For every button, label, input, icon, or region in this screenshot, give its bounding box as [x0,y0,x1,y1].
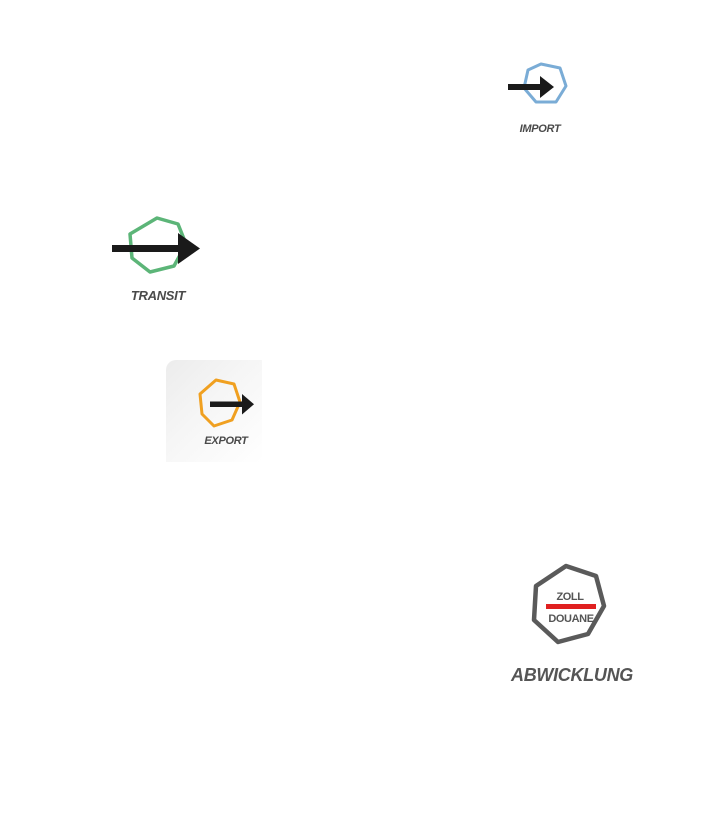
customs-label: ABWICKLUNG [511,665,633,685]
arrow-right-icon [112,233,200,264]
customs-bottom-text: DOUANE [548,613,593,625]
arrow-right-icon [210,394,254,415]
import-badge: IMPORT [500,58,580,140]
export-badge: EXPORT [190,376,262,452]
transit-label: TRANSIT [130,288,186,303]
export-label: EXPORT [204,435,248,447]
transit-hexagon-icon [112,216,200,274]
customs-top-text: ZOLL [556,591,584,603]
transit-badge: TRANSIT [106,208,210,308]
customs-divider [546,604,596,609]
customs-hexagon-icon: ZOLL DOUANE [531,563,607,645]
import-label: IMPORT [519,123,561,135]
arrow-right-icon [508,76,554,98]
customs-badge: ZOLL DOUANE ABWICKLUNG [508,560,636,692]
export-hexagon-icon [198,378,254,428]
import-hexagon-icon [508,62,568,104]
